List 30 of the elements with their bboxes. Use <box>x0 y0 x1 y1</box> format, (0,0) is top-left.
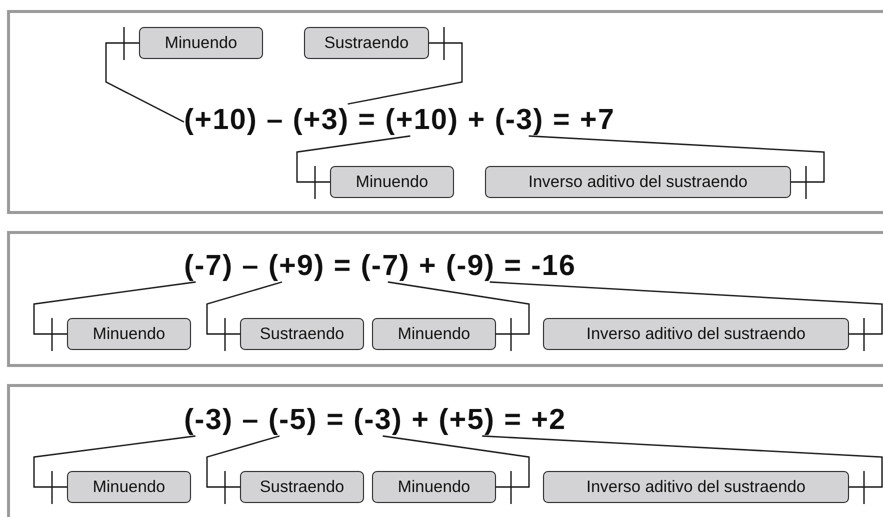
leader-line <box>296 135 411 200</box>
term-label: Inverso aditivo del sustraendo <box>543 318 849 350</box>
panel-frame <box>7 10 883 214</box>
leader-line <box>382 435 530 505</box>
panel-frame <box>7 231 883 367</box>
leader-line <box>528 135 825 200</box>
term-label: Minuendo <box>372 471 496 503</box>
term-label: Minuendo <box>330 166 454 198</box>
leader-line <box>489 281 883 352</box>
term-label: Minuendo <box>139 27 263 59</box>
leader-line <box>33 435 196 505</box>
equation: (-7) – (+9) = (-7) + (-9) = -16 <box>184 250 576 282</box>
term-label: Minuendo <box>372 318 496 350</box>
leader-line <box>105 26 185 123</box>
term-label: Minuendo <box>67 471 191 503</box>
panel-frame <box>7 384 883 517</box>
leader-line <box>33 281 196 352</box>
leader-line <box>206 435 280 505</box>
leader-line <box>387 281 530 352</box>
equation: (-3) – (-5) = (-3) + (+5) = +2 <box>184 404 566 436</box>
leader-line <box>206 281 283 352</box>
leader-line <box>347 26 463 105</box>
term-label: Sustraendo <box>304 27 429 59</box>
equation: (+10) – (+3) = (+10) + (-3) = +7 <box>184 104 615 136</box>
term-label: Inverso aditivo del sustraendo <box>543 471 849 503</box>
term-label: Minuendo <box>67 318 191 350</box>
leader-line <box>481 435 883 505</box>
term-label: Sustraendo <box>240 471 364 503</box>
term-label: Sustraendo <box>240 318 364 350</box>
term-label: Inverso aditivo del sustraendo <box>485 166 791 198</box>
